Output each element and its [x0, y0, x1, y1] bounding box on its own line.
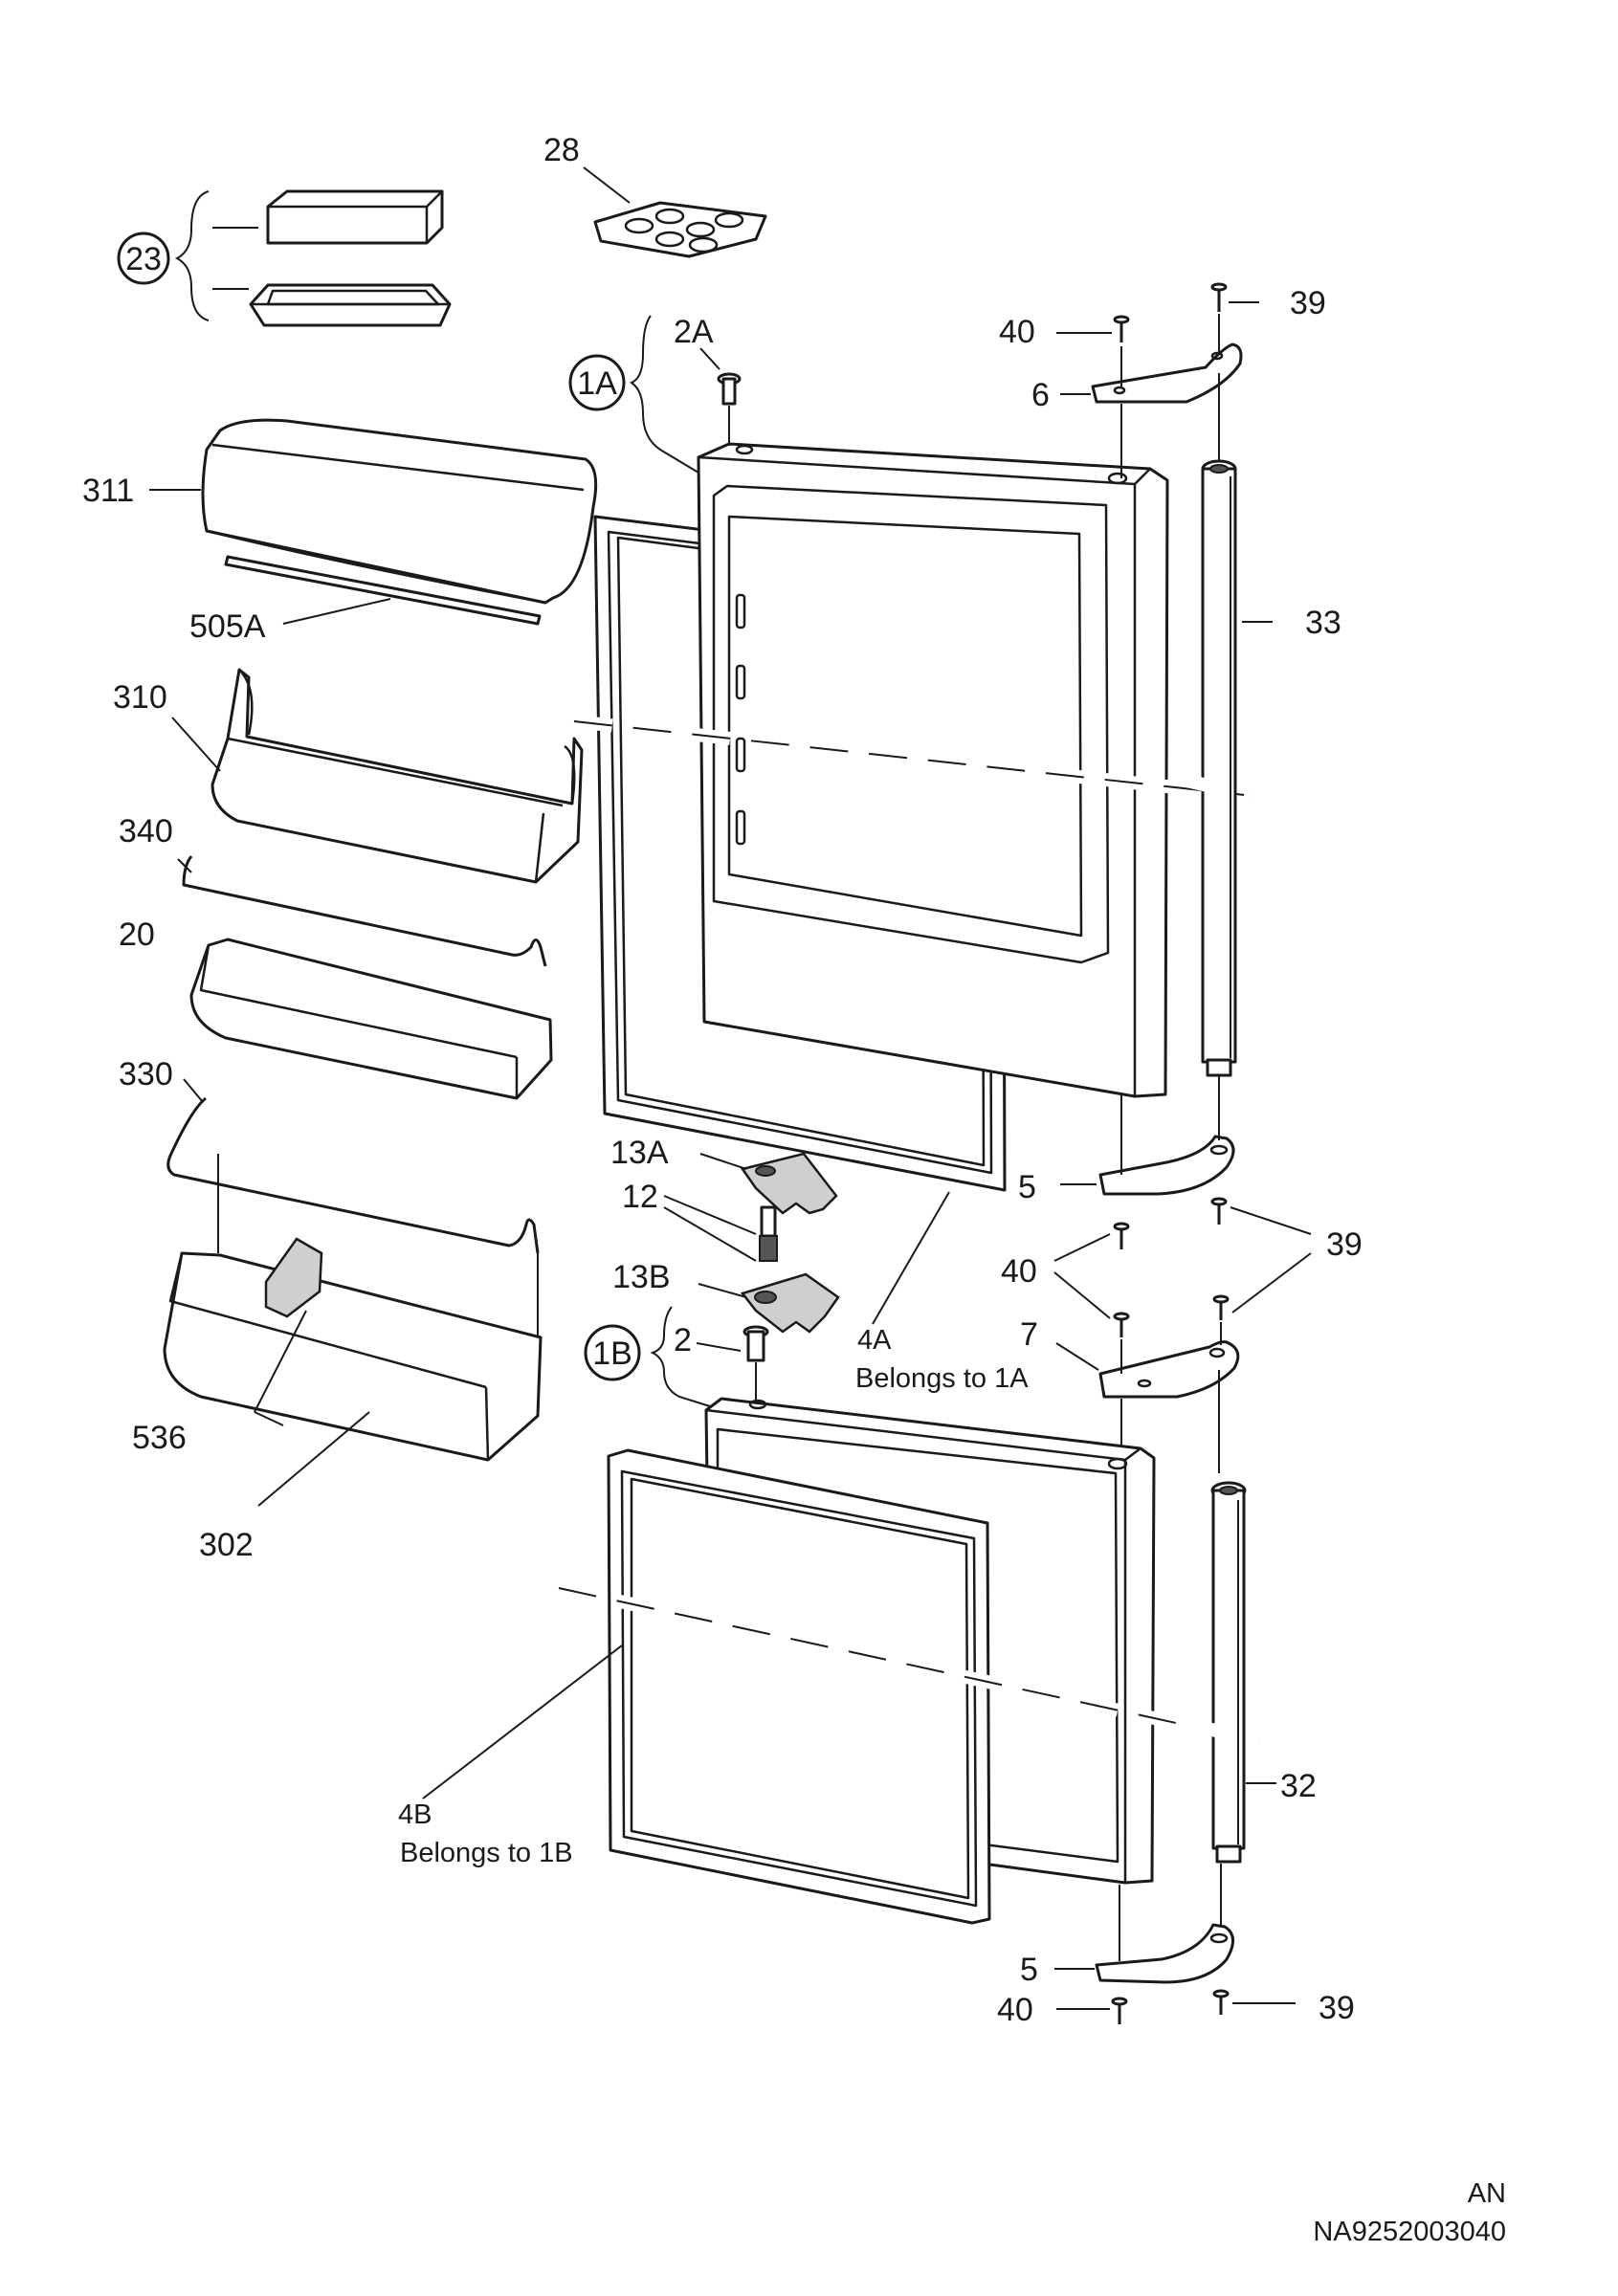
label-39-mid: 39: [1326, 1226, 1363, 1263]
gasket-4b-part: [607, 1448, 991, 1925]
label-39-top: 39: [1290, 285, 1326, 321]
label-40-bot: 40: [997, 1992, 1033, 2028]
screw-40-bot-part: [1111, 1997, 1128, 2024]
label-536: 536: [132, 1420, 187, 1456]
label-340: 340: [119, 813, 173, 850]
label-1b: 1B: [592, 1336, 632, 1372]
hinge-pin-32-part: [1210, 1481, 1247, 1864]
label-310: 310: [113, 679, 167, 716]
door-bin-middle-part: [189, 938, 553, 1100]
label-4a-note: Belongs to 1A: [855, 1363, 1029, 1394]
label-33: 33: [1305, 605, 1341, 641]
screw-39-mid2-part: [1212, 1294, 1230, 1320]
label-20: 20: [119, 916, 155, 953]
hinge-13a-part: [740, 1152, 838, 1215]
hinge-bracket-top-part: [1091, 342, 1243, 404]
label-7: 7: [1020, 1316, 1038, 1353]
dairy-strip-part: [224, 555, 542, 626]
hinge-bracket-middle-part: [1098, 1135, 1235, 1196]
label-505a: 505A: [189, 608, 266, 645]
hinge-bracket-bottom-part: [1095, 1923, 1234, 1984]
label-4b: 4B: [398, 1799, 432, 1830]
label-39-bot: 39: [1319, 1990, 1355, 2026]
butter-dish-part: [249, 189, 452, 327]
label-23: 23: [125, 241, 162, 277]
footer-code: NA9252003040: [1313, 2217, 1506, 2247]
label-13a: 13A: [610, 1135, 669, 1171]
wire-retainer-lower-part: [166, 1096, 540, 1254]
label-330: 330: [119, 1056, 173, 1093]
upper-door-part: [697, 442, 1169, 1098]
screw-40-top-part: [1113, 315, 1130, 342]
label-28: 28: [543, 132, 580, 168]
marker-1a-circle: [568, 354, 626, 411]
screw-2a-part: [717, 372, 742, 406]
egg-tray-part: [593, 201, 767, 258]
label-6: 6: [1031, 377, 1050, 413]
screw-40-mid2-part: [1113, 1312, 1130, 1337]
label-311: 311: [82, 473, 134, 509]
label-1a: 1A: [577, 365, 617, 402]
label-40-top: 40: [999, 314, 1035, 350]
label-5-bot: 5: [1020, 1952, 1038, 1988]
dairy-cover-part: [201, 418, 598, 605]
wire-retainer-part: [182, 855, 547, 967]
marker-23-circle: [117, 232, 170, 285]
label-302: 302: [199, 1527, 254, 1563]
hinge-13b-part: [740, 1272, 840, 1334]
screw-39-bot-part: [1212, 1989, 1230, 2015]
bin-divider-part: [264, 1237, 323, 1318]
hinge-pin-12-part: [759, 1205, 778, 1262]
screw-40-mid-part: [1113, 1222, 1130, 1249]
label-13b: 13B: [612, 1259, 671, 1295]
door-bin-bottom-part: [163, 1251, 543, 1462]
screw-39-top-part: [1210, 282, 1228, 312]
footer-lang: AN: [1468, 2178, 1506, 2209]
label-2a: 2A: [674, 314, 714, 350]
label-32: 32: [1280, 1768, 1317, 1804]
door-bin-top-part: [211, 668, 584, 884]
label-4a: 4A: [857, 1325, 892, 1356]
screw-2-part: [743, 1325, 769, 1362]
hinge-pin-33-part: [1201, 459, 1237, 1077]
label-4b-note: Belongs to 1B: [400, 1838, 573, 1868]
screw-39-mid-part: [1210, 1197, 1228, 1225]
label-40-mid: 40: [1001, 1253, 1037, 1290]
marker-1b-circle: [584, 1324, 641, 1381]
label-2: 2: [674, 1322, 692, 1358]
label-5-mid: 5: [1018, 1169, 1036, 1205]
label-12: 12: [622, 1179, 658, 1215]
